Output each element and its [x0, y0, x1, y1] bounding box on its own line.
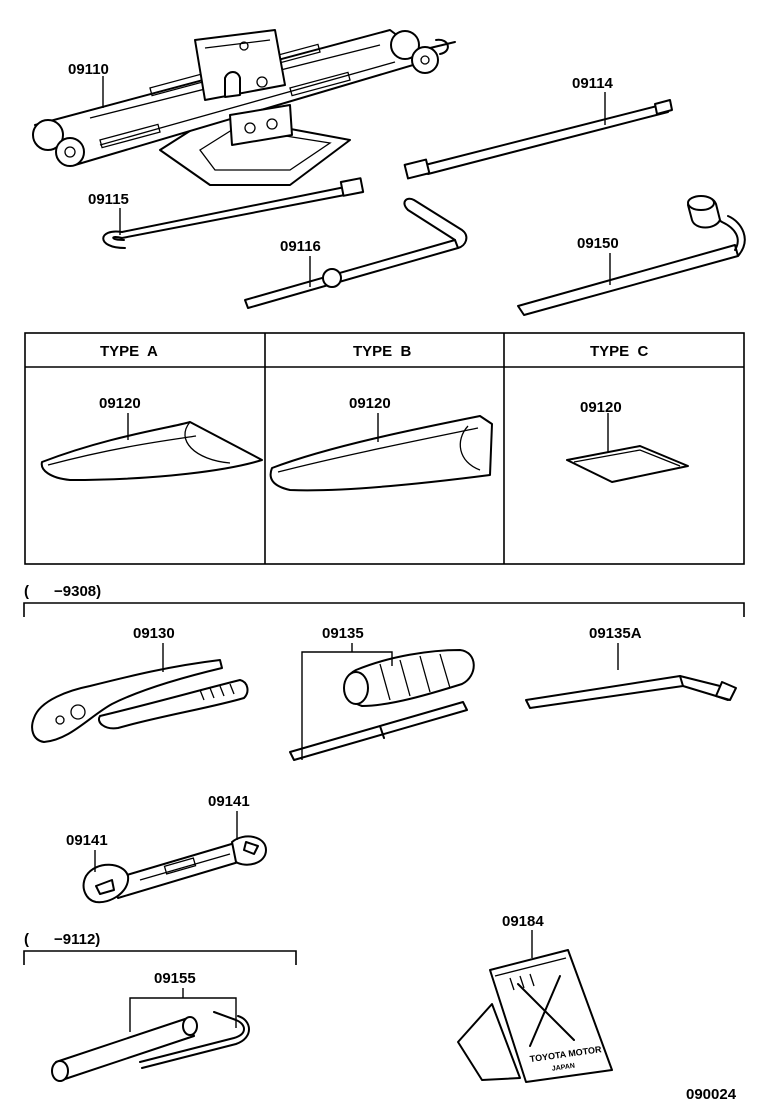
extension-bar-drawing: [403, 99, 673, 180]
part-label-screwdriver: 09135: [322, 625, 364, 642]
tool-bag-a-drawing: [40, 421, 263, 481]
plug-wrench-drawing: [51, 1011, 250, 1082]
part-label-wheel-wrench: 09150: [577, 235, 619, 252]
pliers-drawing: [31, 659, 249, 743]
group-bracket-9112: [23, 950, 297, 965]
part-label-jack: 09110: [68, 61, 109, 78]
screwdriver-a-drawing: [525, 675, 737, 709]
jack-handle-drawing: [102, 177, 365, 249]
scissor-jack-drawing: [32, 29, 456, 186]
bag-type-table: [24, 332, 745, 565]
part-label-bag-c: 09120: [580, 399, 622, 416]
screwdriver-drawing: [289, 649, 475, 761]
table-header-type-b: TYPE B: [353, 343, 412, 360]
figure-id: 090024: [686, 1086, 737, 1103]
group-label-9112: ( −9112): [24, 931, 100, 948]
wheel-chock-drawing: TOYOTA MOTOR JAPAN: [457, 949, 613, 1083]
table-header-type-c: TYPE C: [590, 343, 649, 360]
part-label-bag-b: 09120: [349, 395, 391, 412]
jack-handle-b-drawing: [244, 197, 468, 309]
part-label-wheel-chock: 09184: [502, 913, 544, 930]
leader-lines: [94, 76, 619, 1032]
tool-bag-b-drawing: [269, 415, 493, 492]
part-label-bag-a: 09120: [99, 395, 141, 412]
part-label-jack-handle-b: 09116: [280, 238, 321, 255]
part-label-screwdriver-a: 09135A: [589, 625, 642, 642]
part-label-plug-wrench: 09155: [154, 970, 196, 987]
part-label-wrench-upper: 09141: [208, 793, 250, 810]
wrench-drawing: [82, 835, 267, 904]
group-label-9308: ( −9308): [24, 583, 101, 600]
part-label-wrench-lower: 09141: [66, 832, 108, 849]
tool-bag-c-drawing: [566, 445, 689, 483]
part-label-jack-handle: 09115: [88, 191, 129, 208]
part-label-extension-bar: 09114: [572, 75, 614, 92]
part-label-pliers: 09130: [133, 625, 175, 642]
group-bracket-9308: [23, 602, 745, 617]
table-header-type-a: TYPE A: [100, 343, 158, 360]
chock-origin-text: JAPAN: [551, 1063, 575, 1073]
wheel-wrench-drawing: [517, 195, 746, 316]
